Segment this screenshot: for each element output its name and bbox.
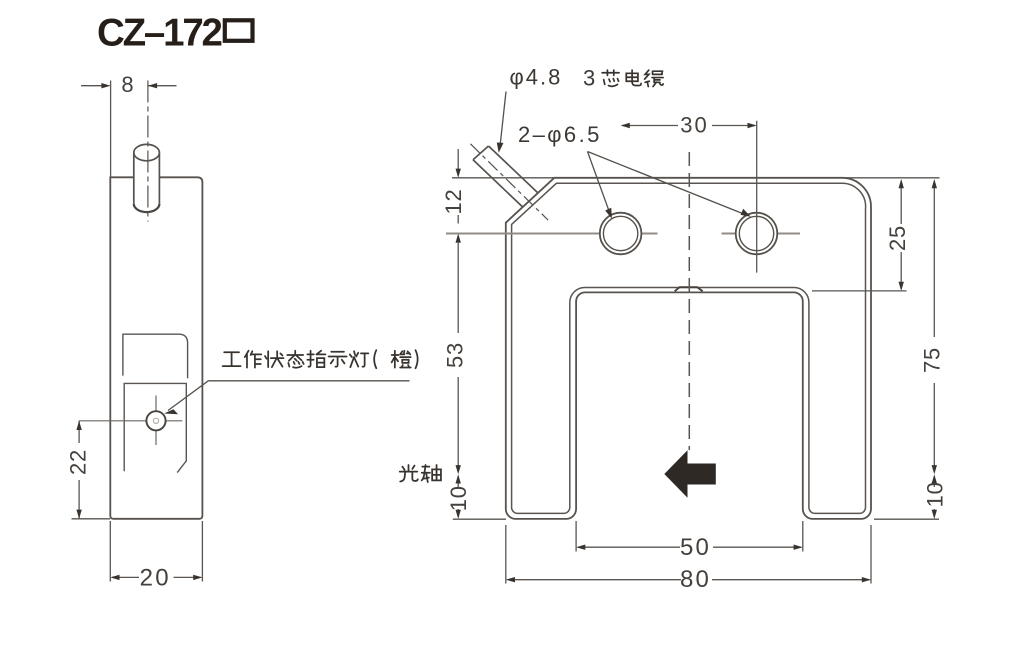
svg-text:75: 75 <box>920 347 945 373</box>
svg-text:80: 80 <box>680 566 711 593</box>
svg-text:8: 8 <box>121 72 133 97</box>
svg-text:10: 10 <box>923 481 948 507</box>
svg-text:10: 10 <box>446 485 471 511</box>
svg-text:2–φ6.5: 2–φ6.5 <box>518 122 602 147</box>
svg-text:50: 50 <box>680 534 711 561</box>
svg-text:12: 12 <box>441 188 466 214</box>
svg-text:25: 25 <box>885 225 910 251</box>
svg-text:53: 53 <box>443 342 468 368</box>
svg-text:CZ–172: CZ–172 <box>97 12 222 55</box>
svg-text:3: 3 <box>583 65 595 90</box>
svg-text:30: 30 <box>680 112 708 137</box>
svg-text:φ4.8: φ4.8 <box>510 65 563 90</box>
svg-text:22: 22 <box>66 449 91 475</box>
svg-text:20: 20 <box>140 565 171 592</box>
